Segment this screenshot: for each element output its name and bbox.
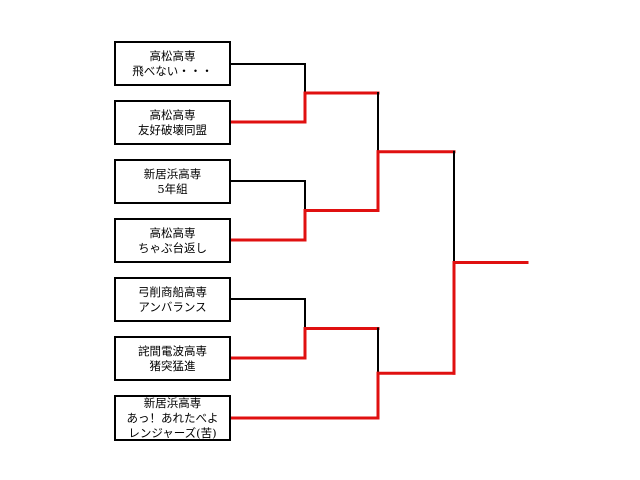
- team-box-5: 弓削商船高専 アンバランス: [114, 277, 231, 322]
- team-name: 飛べない・・・: [132, 63, 213, 78]
- team-name: 友好破壊同盟: [138, 122, 207, 137]
- team-name: 5年組: [157, 181, 188, 196]
- team-school: 詫間電波高専: [138, 343, 207, 358]
- team-name: あっ！あれたべよ: [126, 410, 219, 425]
- team-school: 新居浜高専: [143, 166, 202, 181]
- team-name: アンバランス: [138, 299, 207, 314]
- team-box-7: 新居浜高専 あっ！あれたべよ レンジャーズ(苦): [114, 395, 231, 441]
- team-box-1: 高松高専 飛べない・・・: [114, 41, 231, 86]
- team-school: 弓削商船高専: [138, 284, 207, 299]
- team-name: 猪突猛進: [149, 358, 196, 373]
- team-school: 高松高専: [149, 48, 196, 63]
- team-box-2: 高松高専 友好破壊同盟: [114, 100, 231, 145]
- team-school: 高松高専: [149, 107, 196, 122]
- team-school: 新居浜高専: [143, 395, 202, 410]
- team-name-line2: レンジャーズ(苦): [128, 425, 217, 440]
- team-box-6: 詫間電波高専 猪突猛進: [114, 336, 231, 381]
- team-name: ちゃぶ台返し: [138, 240, 207, 255]
- team-school: 高松高専: [149, 225, 196, 240]
- team-box-3: 新居浜高専 5年組: [114, 159, 231, 204]
- team-box-4: 高松高専 ちゃぶ台返し: [114, 218, 231, 263]
